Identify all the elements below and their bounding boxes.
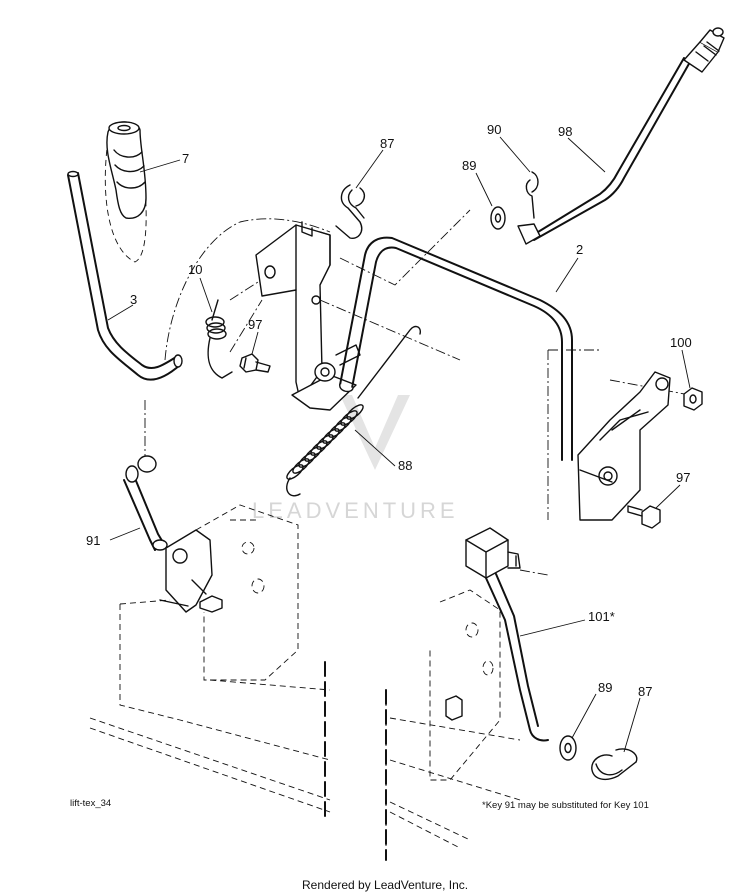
label-98: 98 [558, 124, 572, 139]
handle-grip-7 [106, 121, 147, 219]
extension-spring-88 [286, 325, 422, 497]
substitution-note: *Key 91 may be substituted for Key 101 [482, 800, 649, 811]
lower-right-bracket [385, 589, 521, 861]
label-89-bottom: 89 [598, 680, 612, 695]
bolt-97-right [627, 505, 661, 529]
label-7: 7 [182, 151, 189, 166]
label-3: 3 [130, 292, 137, 307]
lift-link-91 [123, 455, 168, 551]
lift-handle-3 [67, 170, 183, 381]
lift-link-98 [517, 27, 725, 245]
lower-left-bracket [89, 504, 331, 823]
watermark-text: LEADVENTURE [252, 498, 459, 523]
torsion-spring-10 [205, 299, 233, 379]
hairpin-90 [525, 171, 539, 219]
label-2: 2 [576, 242, 583, 257]
label-88: 88 [398, 458, 412, 473]
watermark: LEADVENTURE [252, 395, 459, 523]
label-87-top: 87 [380, 136, 394, 151]
label-101: 101* [588, 609, 615, 624]
washer-89-top [490, 206, 506, 230]
upper-left-bracket [255, 221, 361, 411]
label-97-right: 97 [676, 470, 690, 485]
lift-shaft-2 [339, 236, 573, 461]
rendered-by-footer: Rendered by LeadVenture, Inc. [302, 878, 468, 892]
label-100: 100 [670, 335, 692, 350]
bolt-97-left [239, 353, 271, 373]
nut-100 [683, 387, 703, 411]
diagram-id: lift-tex_34 [70, 798, 111, 809]
right-bracket [577, 371, 671, 521]
label-87-bottom: 87 [638, 684, 652, 699]
label-97-left: 97 [248, 317, 262, 332]
label-89-top: 89 [462, 158, 476, 173]
label-90: 90 [487, 122, 501, 137]
hairpin-clip-87-top [335, 184, 366, 239]
lift-link-101 [465, 527, 549, 742]
callout-labels: 7 87 90 98 89 10 2 3 97 100 88 97 91 101… [86, 122, 692, 699]
label-91: 91 [86, 533, 100, 548]
leader-lines [107, 136, 691, 753]
washer-89-bottom [559, 735, 577, 761]
hairpin-clip-87-bottom [591, 748, 638, 781]
label-10: 10 [188, 262, 202, 277]
